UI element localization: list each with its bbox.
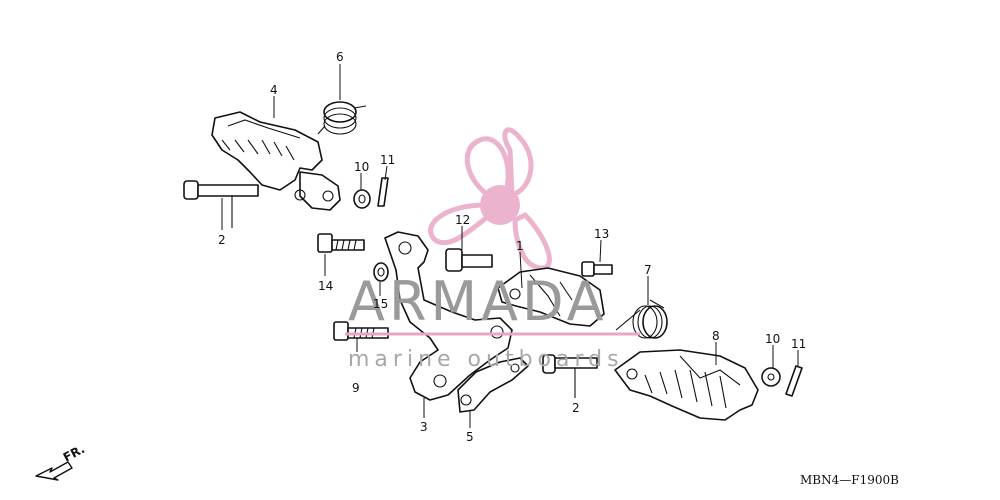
front-arrow-icon [35, 461, 73, 481]
part-15-washer [373, 262, 389, 282]
callout-8: 8 [712, 329, 720, 343]
front-direction-indicator: FR. [35, 442, 87, 481]
callout-3: 3 [420, 420, 428, 434]
leader-lines [221, 64, 799, 428]
diagram-code: MBN4—F1900B [800, 473, 899, 487]
callout-10-right: 10 [765, 332, 780, 346]
part-10-washer-left [353, 189, 371, 209]
part-11-cotter-pin-left [377, 177, 389, 207]
part-6-spring [317, 101, 367, 135]
watermark-brand: ARMADA [348, 270, 608, 333]
part-5-plate [457, 357, 529, 413]
callout-11-left: 11 [380, 153, 395, 167]
part-3-bracket [384, 231, 513, 401]
callout-7: 7 [644, 263, 652, 277]
callout-12: 12 [455, 213, 470, 227]
watermark-tagline: marine outboards [348, 347, 624, 372]
callout-11-right: 11 [791, 337, 806, 351]
part-11-cotter-pin-right [785, 365, 803, 397]
part-2-pin-left [183, 180, 259, 228]
part-14-bolt [317, 233, 365, 253]
callout-10-left: 10 [354, 160, 369, 174]
callout-13: 13 [594, 227, 609, 241]
part-1-right-bracket [497, 267, 605, 327]
callout-2-left: 2 [218, 233, 226, 247]
part-13-bolt [581, 261, 613, 277]
callout-14: 14 [318, 279, 333, 293]
callout-9: 9 [352, 381, 360, 395]
part-12-collar [445, 248, 493, 272]
callout-5: 5 [466, 430, 474, 444]
callout-6: 6 [336, 50, 344, 64]
callout-15: 15 [373, 297, 388, 311]
callout-2-right: 2 [572, 401, 580, 415]
callout-1: 1 [516, 239, 524, 253]
front-label: FR. [61, 442, 87, 465]
part-10-washer-right [761, 367, 781, 387]
callout-4: 4 [270, 83, 278, 97]
watermark-propeller-logo [428, 127, 552, 271]
part-4-footpeg-left [211, 111, 341, 211]
part-8-footpeg-right [614, 349, 759, 421]
part-7-spring [615, 299, 668, 339]
